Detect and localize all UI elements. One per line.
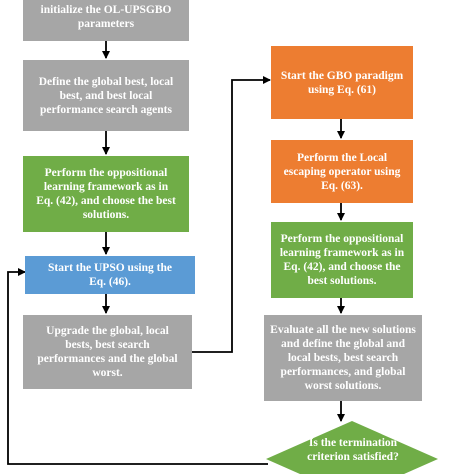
upgrade-bests-box: Upgrade the global, local bests, best se… [23, 315, 192, 389]
oppositional-learning-box-2: Perform the oppositional learning framew… [271, 222, 413, 298]
local-escaping-box: Perform the Local escaping operator usin… [271, 140, 413, 203]
init-parameters-box: initialize the OL-UPSGBO parameters [23, 0, 189, 41]
upgrade-bests-text: Upgrade the global, local bests, best se… [37, 325, 178, 379]
evaluate-solutions-text: Evaluate all the new solutions and defin… [270, 324, 416, 392]
start-upso-box: Start the UPSO using the Eq. (46). [25, 256, 195, 294]
init-parameters-text: initialize the OL-UPSGBO parameters [40, 3, 172, 30]
local-escaping-text: Perform the Local escaping operator usin… [283, 151, 401, 192]
start-upso-text: Start the UPSO using the Eq. (46). [48, 262, 172, 288]
termination-text: Is the termination criterion satisfied? [307, 437, 399, 463]
start-gbo-text: Start the GBO paradigm using Eq. (61) [280, 69, 404, 96]
define-bests-box: Define the global best, local best, and … [23, 60, 189, 131]
oppositional-learning-text-2: Perform the oppositional learning framew… [279, 233, 405, 287]
define-bests-text: Define the global best, local best, and … [38, 75, 174, 116]
oppositional-learning-text-1: Perform the oppositional learning framew… [36, 167, 176, 221]
arrow-upgrade-to-gbo [192, 76, 271, 353]
evaluate-solutions-box: Evaluate all the new solutions and defin… [264, 315, 422, 401]
oppositional-learning-box-1: Perform the oppositional learning framew… [23, 156, 189, 232]
start-gbo-box: Start the GBO paradigm using Eq. (61) [271, 46, 413, 119]
